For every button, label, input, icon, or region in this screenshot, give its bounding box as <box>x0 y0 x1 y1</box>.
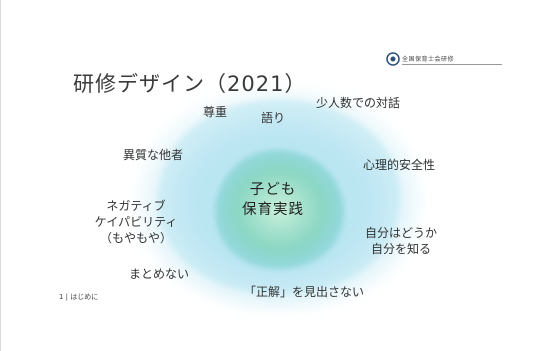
word-negative-capability-line3: （もやもや） <box>99 231 172 245</box>
word-no-right-answer: 「正解」を見出さない <box>244 285 365 299</box>
diagram-center: 子ども 保育実践 <box>233 180 313 220</box>
word-negative-capability-line2: ケイパビリティ <box>94 215 178 229</box>
word-self-knowing-line2: 自分を知る <box>370 242 431 256</box>
word-heterogeneous-others: 異質な他者 <box>123 148 184 162</box>
slide-title: 研修デザイン（2021） <box>73 72 307 96</box>
word-negative-capability-line1: ネガティブ <box>106 199 166 213</box>
inner-watercolor-core <box>214 149 345 270</box>
center-line2: 保育実践 <box>242 202 304 218</box>
organization-logo: 全国保育士会研修 <box>386 50 506 78</box>
word-respect: 尊重 <box>203 105 228 119</box>
center-line1: 子ども <box>249 182 297 198</box>
word-self-knowing-line1: 自分はどうか <box>364 226 437 240</box>
word-narration: 語り <box>261 111 286 125</box>
word-psychological-safety: 心理的安全性 <box>363 158 436 172</box>
slide-footer: 1 | はじめに <box>59 293 99 301</box>
logo-mark-icon <box>386 52 400 66</box>
logo-underline <box>402 64 502 65</box>
word-small-group-dialogue: 少人数での対話 <box>316 96 401 110</box>
word-self-knowing: 自分はどうか 自分を知る <box>356 225 446 257</box>
logo-text: 全国保育士会研修 <box>402 56 455 63</box>
word-no-summarizing: まとめない <box>129 267 190 281</box>
word-negative-capability: ネガティブ ケイパビリティ （もやもや） <box>81 198 191 246</box>
